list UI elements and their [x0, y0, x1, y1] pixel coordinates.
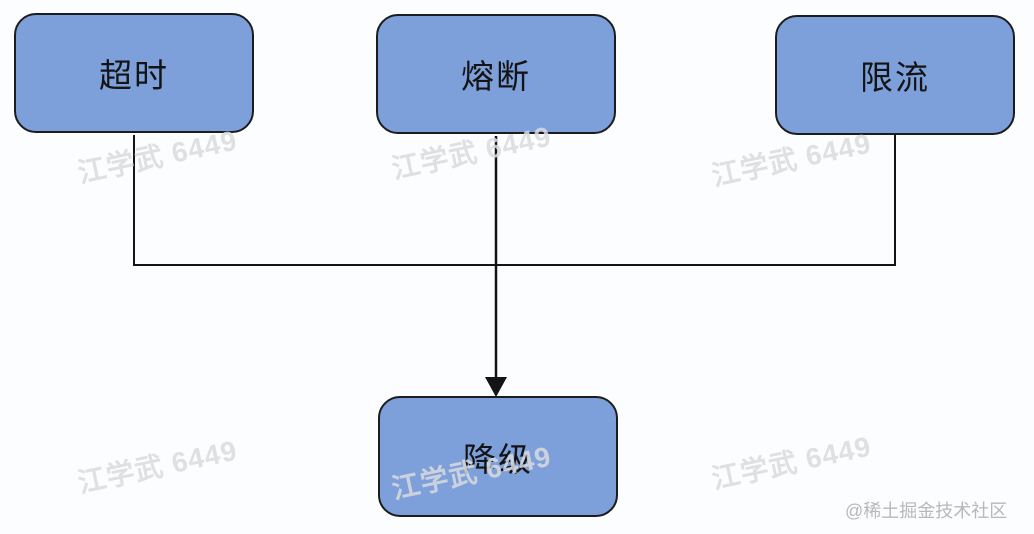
node-timeout: 超时 [14, 13, 254, 133]
node-degrade-label: 降级 [463, 440, 533, 478]
node-fuse-label: 熔断 [461, 58, 531, 95]
arrowhead-icon [485, 377, 507, 397]
node-limit-label: 限流 [860, 59, 930, 96]
node-fuse: 熔断 [376, 14, 616, 134]
node-degrade: 降级 [378, 396, 618, 517]
node-timeout-label: 超时 [99, 57, 169, 94]
node-limit: 限流 [775, 15, 1015, 135]
